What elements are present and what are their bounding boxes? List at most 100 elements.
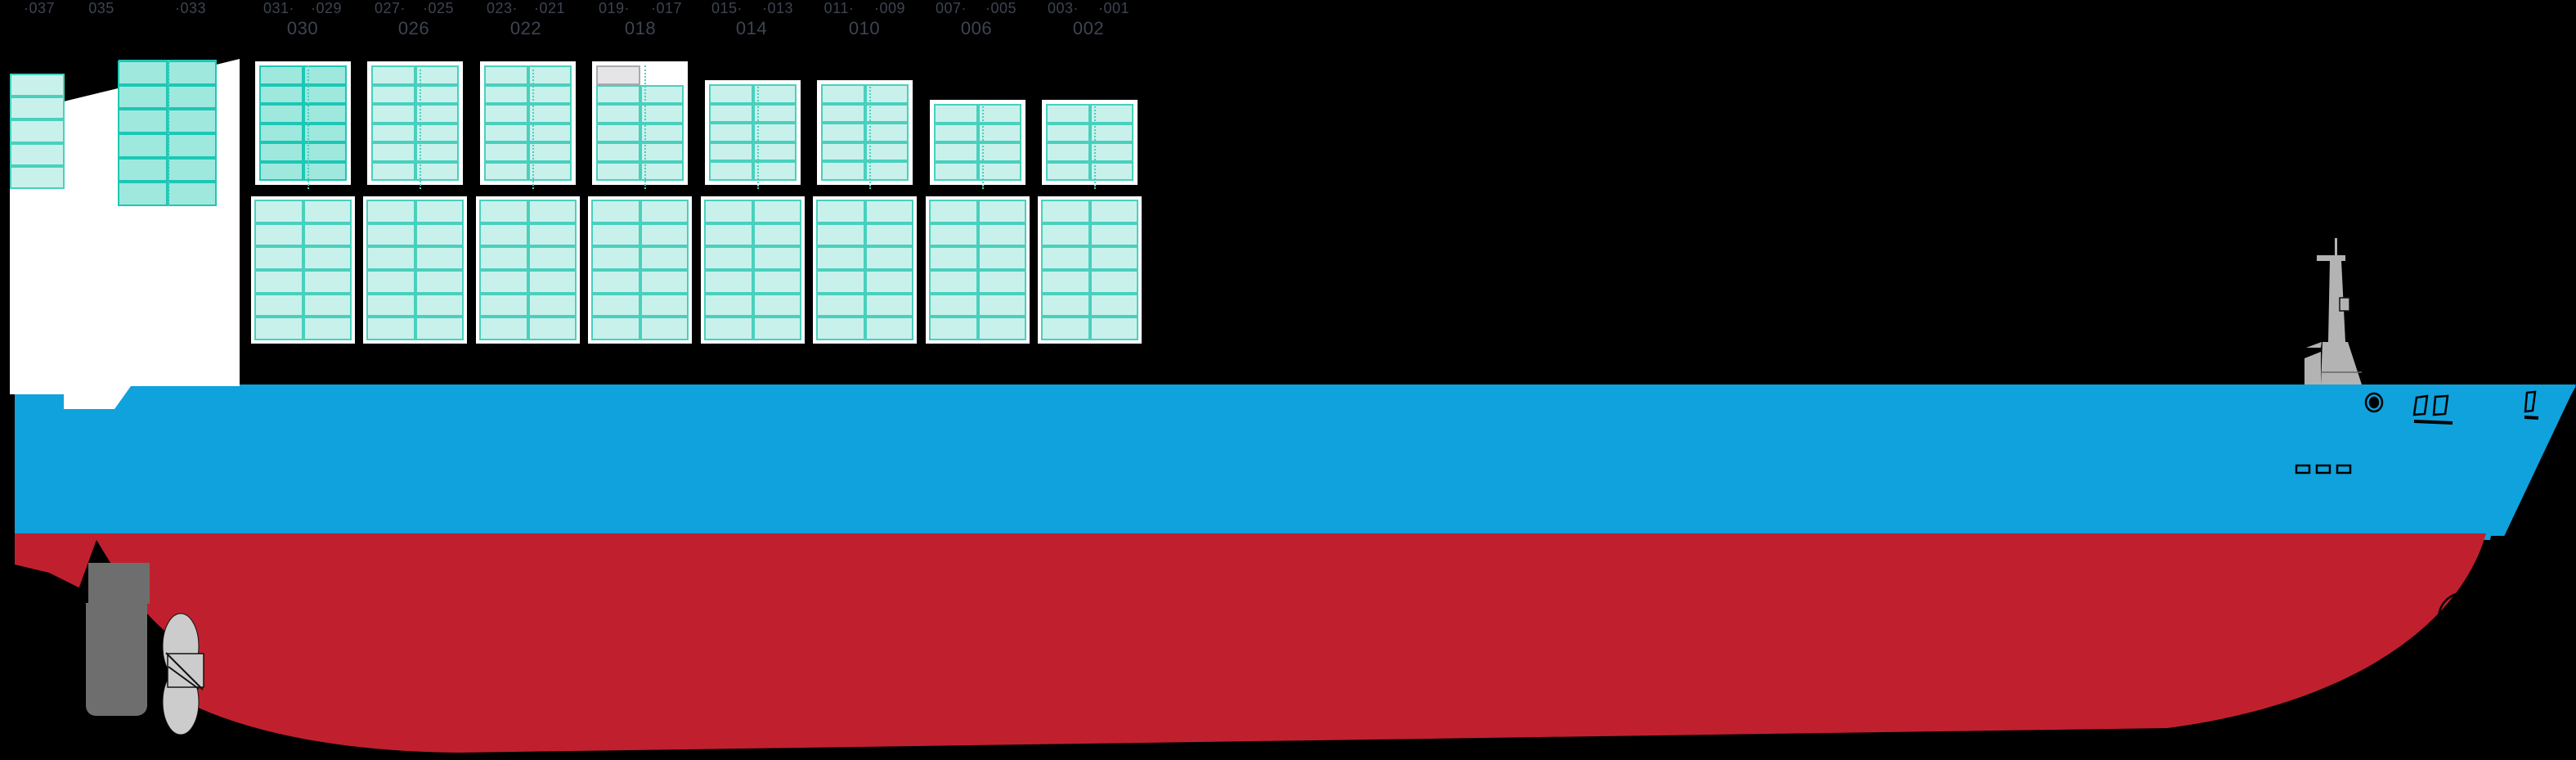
container-slot[interactable] [254,246,303,270]
container-slot[interactable] [704,246,753,270]
container-slot[interactable] [1089,142,1133,162]
bay-030-hold[interactable] [251,196,355,344]
container-slot[interactable] [934,142,978,162]
container-slot[interactable] [303,293,352,317]
container-slot[interactable] [591,246,640,270]
container-slot[interactable] [118,182,168,206]
container-slot[interactable] [704,200,753,223]
container-slot[interactable] [752,293,801,317]
container-slot[interactable] [527,200,577,223]
container-slot[interactable] [752,223,801,247]
container-slot[interactable] [527,65,572,85]
container-slot[interactable] [479,223,528,247]
bay-label-011[interactable]: 011· [824,0,855,16]
container-slot[interactable] [303,269,352,294]
bay-label-026[interactable]: 026 [397,18,430,38]
container-slot[interactable] [527,223,577,247]
bay-018-deck[interactable] [588,57,692,189]
bay-026-hold[interactable] [363,196,467,344]
bay-010-deck[interactable] [813,76,917,189]
container-slot[interactable] [934,161,978,181]
container-slot[interactable] [303,123,347,142]
container-slot[interactable] [640,84,684,104]
container-slot[interactable] [1041,223,1090,247]
container-slot[interactable] [640,123,684,142]
bay-label-025[interactable]: ·025 [422,0,455,16]
container-slot[interactable] [709,123,753,142]
container-slot[interactable] [977,104,1021,124]
container-slot[interactable] [704,293,753,317]
container-slot[interactable] [527,84,572,104]
container-slot[interactable] [527,269,577,294]
container-slot[interactable] [596,142,640,162]
container-slot[interactable] [640,104,684,124]
container-slot[interactable] [484,161,528,181]
container-slot[interactable] [118,109,168,133]
container-slot[interactable] [864,317,913,340]
container-slot[interactable] [303,317,352,340]
container-slot[interactable] [415,104,459,124]
container-slot[interactable] [1046,161,1090,181]
container-slot[interactable] [303,104,347,124]
container-slot[interactable] [254,223,303,247]
bay-label-003[interactable]: 003· [1047,0,1079,16]
container-slot[interactable] [366,200,415,223]
container-slot[interactable] [752,200,801,223]
container-slot[interactable] [977,317,1026,340]
container-slot[interactable] [259,161,303,181]
container-slot[interactable] [977,269,1026,294]
bay-label-021[interactable]: ·021 [533,0,566,16]
container-slot[interactable] [303,84,347,104]
container-slot[interactable] [591,317,640,340]
container-slot[interactable] [1041,317,1090,340]
container-slot[interactable] [640,200,689,223]
container-slot[interactable] [929,293,978,317]
bay-010-hold[interactable] [813,196,917,344]
container-slot[interactable] [752,161,797,181]
container-slot[interactable] [640,65,684,85]
container-slot[interactable] [864,223,913,247]
container-slot[interactable] [821,161,865,181]
bay-label-006[interactable]: 006 [960,18,993,38]
bay-label-013[interactable]: ·013 [761,0,794,16]
container-slot[interactable] [1089,200,1138,223]
bay-label-035[interactable]: 035 [88,0,114,16]
container-slot[interactable] [10,119,65,143]
container-slot[interactable] [704,317,753,340]
container-slot[interactable] [934,104,978,124]
container-slot[interactable] [709,142,753,162]
container-slot[interactable] [596,161,640,181]
accommodation-aft-cells[interactable] [10,74,65,189]
container-slot[interactable] [479,269,528,294]
container-slot[interactable] [821,103,865,124]
container-slot[interactable] [929,317,978,340]
container-slot[interactable] [596,123,640,142]
container-slot[interactable] [484,84,528,104]
container-slot[interactable] [371,142,415,162]
container-slot[interactable] [1089,104,1133,124]
container-slot[interactable] [527,161,572,181]
container-slot[interactable] [484,123,528,142]
container-slot[interactable] [10,97,65,120]
bay-label-001[interactable]: ·001 [1097,0,1130,16]
bay-label-015[interactable]: 015· [711,0,743,16]
container-slot[interactable] [704,269,753,294]
container-slot[interactable] [821,142,865,162]
container-slot[interactable] [479,246,528,270]
bay-006-deck[interactable] [926,96,1030,189]
container-slot[interactable] [1041,293,1090,317]
container-slot[interactable] [366,317,415,340]
container-slot[interactable] [816,317,865,340]
container-slot[interactable] [1041,269,1090,294]
container-slot[interactable] [259,123,303,142]
container-slot[interactable] [977,293,1026,317]
bay-label-030[interactable]: 030 [286,18,319,38]
container-slot[interactable] [977,123,1021,142]
container-slot[interactable] [864,123,909,142]
container-slot[interactable] [864,84,909,104]
container-slot[interactable] [118,61,168,85]
container-slot[interactable] [484,104,528,124]
bay-022-hold[interactable] [476,196,580,344]
container-slot[interactable] [1046,142,1090,162]
container-slot[interactable] [371,104,415,124]
